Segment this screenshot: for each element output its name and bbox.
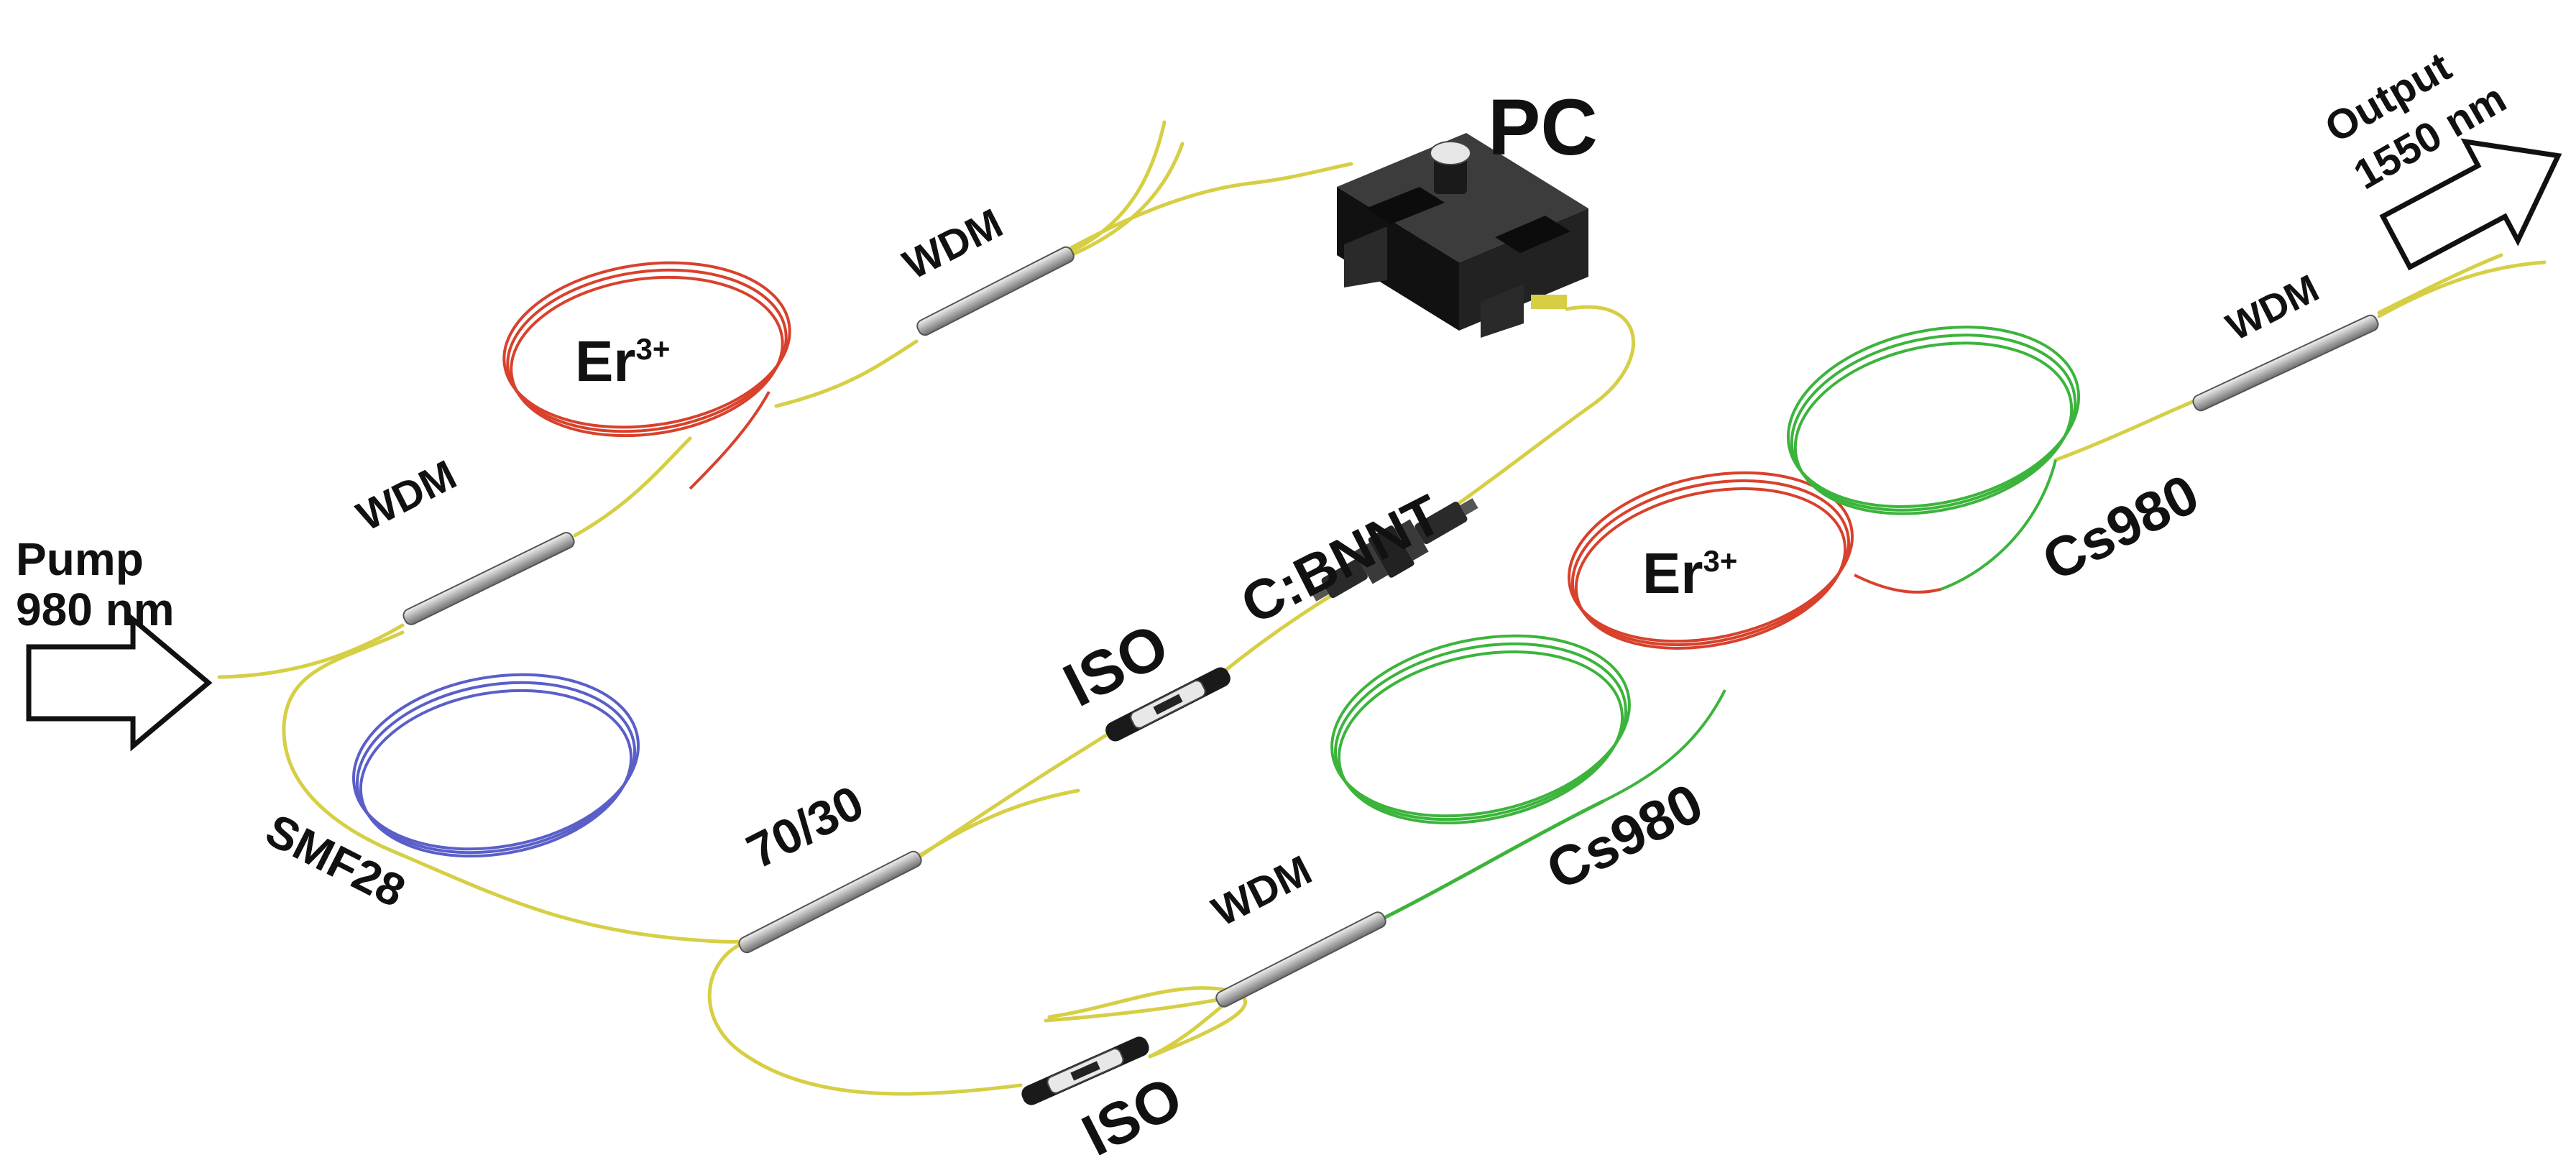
- fiber-pc-to-cbnnt: [1457, 305, 1635, 505]
- cs980-upper-label: Cs980: [2033, 461, 2209, 593]
- cs980-coil-upper: [1786, 326, 2081, 591]
- fiber-top-wdm-branch-2: [1069, 142, 1184, 257]
- cbnnt-label: C:BNNT: [1231, 482, 1451, 636]
- er-right-label: Er3+: [1642, 541, 1737, 605]
- fiber-lower-wdm-to-cs: [1378, 799, 1605, 922]
- wdm-lower-label: WDM: [1205, 847, 1319, 936]
- fiber-wdm-branch: [282, 630, 405, 857]
- fiber-wdm-to-er: [573, 436, 692, 538]
- wdm-output: [2192, 314, 2379, 412]
- wdm-top-label: WDM: [896, 200, 1010, 289]
- fiber-smf-to-coupler: [400, 853, 750, 944]
- polarization-controller: [1337, 133, 1588, 338]
- er-coil-right: [1567, 471, 1941, 650]
- output-arrow: [2379, 138, 2562, 271]
- fiber-top-wdm-branch-1: [1069, 120, 1167, 254]
- pump-label: Pump: [16, 533, 144, 585]
- wdm-top: [916, 246, 1075, 336]
- fiber-pump-input: [217, 623, 405, 679]
- er-left-label: Er3+: [575, 329, 670, 393]
- fiber-wdm-to-pc: [1069, 162, 1353, 250]
- wdm-left-label: WDM: [349, 451, 464, 540]
- isolator-upper: [1105, 667, 1230, 742]
- fiber-output-tail-2: [2377, 260, 2547, 318]
- coupler-label: 70/30: [738, 775, 872, 879]
- fiber-er-to-wdm: [774, 339, 919, 408]
- fiber-cs-to-output-wdm: [2053, 397, 2202, 462]
- er-coil-left: [502, 261, 791, 490]
- smf28-coil: [351, 673, 640, 858]
- coupler-70-30: [738, 850, 922, 954]
- pump-arrow: [26, 614, 213, 752]
- fiber-coupler-to-lower-iso: [707, 939, 1023, 1096]
- wdm-lower: [1215, 911, 1386, 1008]
- fiber-coupler-branch: [918, 788, 1080, 857]
- pump-wavelength-label: 980 nm: [16, 584, 175, 635]
- wdm-left: [402, 532, 575, 625]
- cs980-coil-lower: [1330, 634, 1726, 825]
- isolator-lower: [1021, 1036, 1149, 1105]
- wdm-output-label: WDM: [2220, 267, 2325, 349]
- fiber-output-tail-1: [2377, 253, 2503, 315]
- fiber-lower-wdm-branch: [1044, 997, 1224, 1023]
- pc-label: PC: [1488, 83, 1598, 172]
- cbnnt-connector: [1310, 498, 1478, 602]
